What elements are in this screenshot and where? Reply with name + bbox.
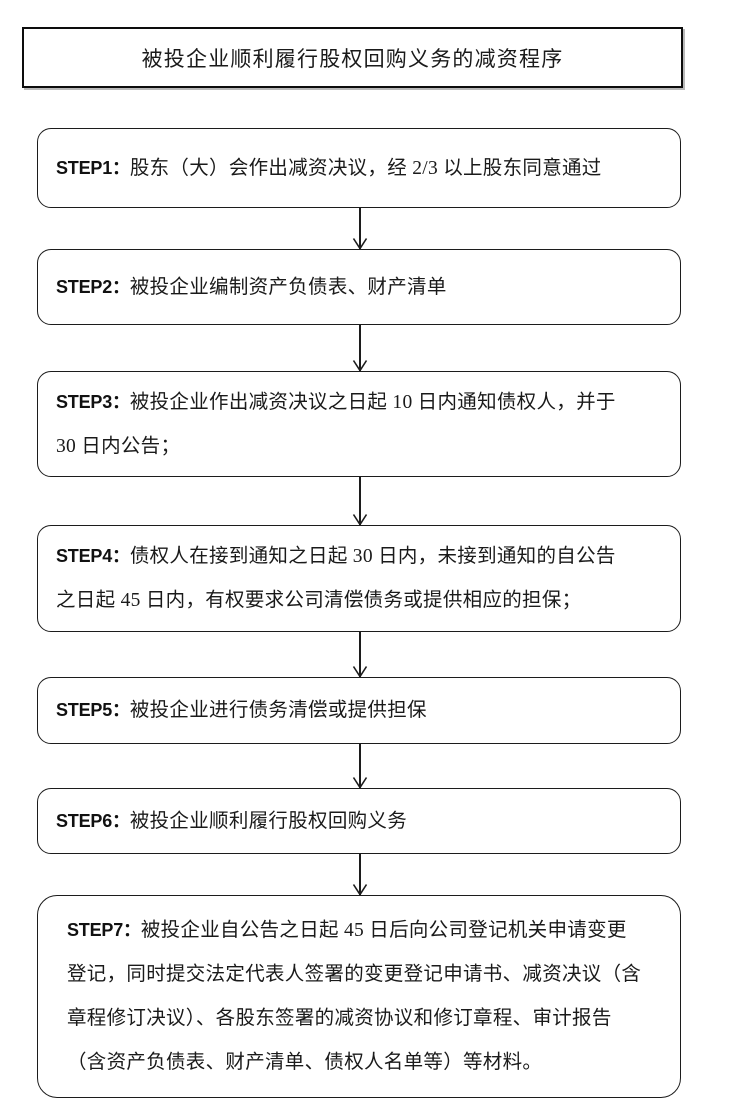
down-arrow-icon bbox=[352, 238, 368, 250]
connector-shaft bbox=[359, 208, 361, 249]
step-5-text-1: 被投企业进行债务清偿或提供担保 bbox=[129, 700, 427, 721]
connector-shaft bbox=[359, 854, 361, 895]
connector-step3-step4 bbox=[352, 477, 368, 526]
step-node-5: STEP5：被投企业进行债务清偿或提供担保 bbox=[37, 677, 681, 744]
step-4-line-2: 之日起 45 日内，有权要求公司清偿债务或提供相应的担保； bbox=[56, 590, 582, 611]
step-7-line-1: STEP7：被投企业自公告之日起 45 日后向公司登记机关申请变更 bbox=[38, 908, 680, 953]
step-7-line-2: 登记，同时提交法定代表人签署的变更登记申请书、减资决议（含 bbox=[67, 964, 642, 985]
step-7-text-1: 被投企业自公告之日起 45 日后向公司登记机关申请变更 bbox=[140, 920, 627, 941]
connector-shaft bbox=[359, 632, 361, 677]
step-2-text-1: 被投企业编制资产负债表、财产清单 bbox=[129, 276, 447, 298]
connector-shaft bbox=[359, 744, 361, 788]
down-arrow-icon bbox=[352, 777, 368, 789]
step-node-1: STEP1：股东（大）会作出减资决议，经 2/3 以上股东同意通过 bbox=[37, 128, 681, 208]
connector-step6-step7 bbox=[352, 854, 368, 896]
connector-step5-step6 bbox=[352, 744, 368, 789]
step-6-text-1: 被投企业顺利履行股权回购义务 bbox=[129, 810, 408, 832]
step-5-line-1: STEP5：被投企业进行债务清偿或提供担保 bbox=[38, 688, 680, 733]
step-2-tag: STEP2： bbox=[56, 276, 130, 297]
connector-shaft bbox=[359, 325, 361, 371]
page-title: 被投企业顺利履行股权回购义务的减资程序 bbox=[141, 46, 564, 71]
step-4-tag: STEP4： bbox=[56, 546, 130, 566]
step-3-text-1: 被投企业作出减资决议之日起 10 日内通知债权人，并于 bbox=[129, 391, 616, 413]
step-1-text-1: 股东（大）会作出减资决议，经 2/3 以上股东同意通过 bbox=[129, 157, 602, 179]
step-7-line-3: 章程修订决议）、各股东签署的减资协议和修订章程、审计报告 bbox=[67, 1008, 612, 1029]
flowchart-title-box: 被投企业顺利履行股权回购义务的减资程序 bbox=[22, 27, 683, 88]
step-2-line-1: STEP2：被投企业编制资产负债表、财产清单 bbox=[38, 265, 680, 310]
down-arrow-icon bbox=[352, 666, 368, 678]
connector-shaft bbox=[359, 477, 361, 525]
step-3-line-1: STEP3：被投企业作出减资决议之日起 10 日内通知债权人，并于 bbox=[38, 380, 680, 425]
step-1-line-1: STEP1：股东（大）会作出减资决议，经 2/3 以上股东同意通过 bbox=[38, 146, 680, 191]
connector-step1-step2 bbox=[352, 208, 368, 250]
step-7-line-4: （含资产负债表、财产清单、债权人名单等）等材料。 bbox=[67, 1052, 543, 1073]
step-6-tag: STEP6： bbox=[56, 810, 130, 831]
step-7-tag: STEP7： bbox=[67, 920, 141, 940]
step-node-2: STEP2：被投企业编制资产负债表、财产清单 bbox=[37, 249, 681, 325]
down-arrow-icon bbox=[352, 360, 368, 372]
connector-step4-step5 bbox=[352, 632, 368, 678]
connector-step2-step3 bbox=[352, 325, 368, 372]
down-arrow-icon bbox=[352, 884, 368, 896]
step-node-6: STEP6：被投企业顺利履行股权回购义务 bbox=[37, 788, 681, 854]
step-4-text-1: 债权人在接到通知之日起 30 日内，未接到通知的自公告 bbox=[129, 546, 616, 567]
step-5-tag: STEP5： bbox=[56, 700, 130, 720]
step-3-line-2: 30 日内公告； bbox=[56, 435, 181, 457]
step-4-line-1: STEP4：债权人在接到通知之日起 30 日内，未接到通知的自公告 bbox=[38, 534, 680, 579]
step-1-tag: STEP1： bbox=[56, 157, 130, 178]
step-node-3: STEP3：被投企业作出减资决议之日起 10 日内通知债权人，并于 30 日内公… bbox=[37, 371, 681, 477]
step-3-tag: STEP3： bbox=[56, 391, 130, 412]
step-node-4: STEP4：债权人在接到通知之日起 30 日内，未接到通知的自公告 之日起 45… bbox=[37, 525, 681, 632]
step-node-7: STEP7：被投企业自公告之日起 45 日后向公司登记机关申请变更 登记，同时提… bbox=[37, 895, 681, 1098]
down-arrow-icon bbox=[352, 514, 368, 526]
step-6-line-1: STEP6：被投企业顺利履行股权回购义务 bbox=[38, 799, 680, 844]
